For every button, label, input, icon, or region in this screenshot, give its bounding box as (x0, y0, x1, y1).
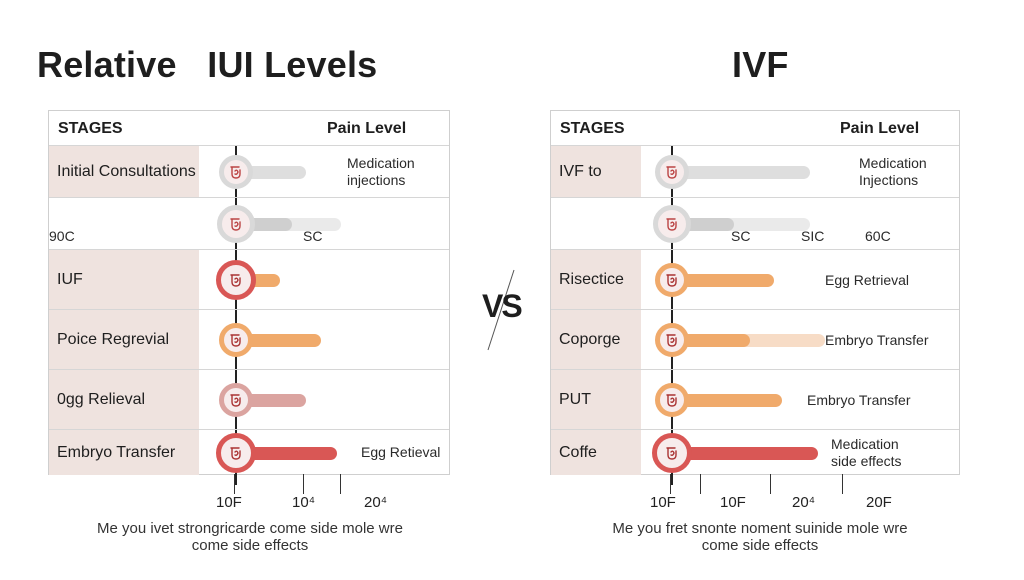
stage-row: Initial Consultations Medication injectio… (49, 145, 449, 198)
x-tick (700, 474, 701, 494)
left-chart-title: Relative IUI Levels (37, 44, 378, 85)
stage-label (551, 198, 641, 250)
x-tick (303, 474, 304, 494)
caption-line: Me you ivet strongricarde come side mole… (97, 520, 403, 537)
x-tick-label: 20F (866, 494, 892, 511)
x-tick-label: 10F (720, 494, 746, 511)
stage-row: SC 90C (49, 197, 449, 250)
stage-row: Coffe Medication side effects (551, 429, 959, 475)
stage-label: IVF to (551, 146, 641, 198)
stage-note: Medication Injections (859, 155, 927, 188)
sublabel: 90C (49, 228, 75, 244)
stage-row: Coporge Embryo Transfer (551, 309, 959, 370)
stage-row: SC SIC 60C (551, 197, 959, 250)
pain-bar (671, 166, 810, 179)
x-tick-label: 10F (216, 494, 242, 511)
stage-marker-icon (655, 323, 689, 357)
stage-marker-icon (653, 205, 691, 243)
caption-line: Me you fret snonte noment suinide mole w… (612, 520, 908, 537)
stage-marker-icon (652, 432, 692, 473)
stage-row: IUF (49, 249, 449, 310)
stage-marker-icon (655, 383, 689, 417)
x-tick-label: 10⁴ (292, 494, 316, 511)
stage-note: Egg Retieval (361, 444, 441, 460)
stage-label: Poice Regrevial (49, 310, 199, 370)
stage-note: Egg Retrieval (825, 271, 910, 288)
stage-marker-icon (216, 432, 256, 473)
x-tick (340, 474, 341, 494)
header-row: STAGES Pain Level (49, 111, 449, 145)
x-tick-label: 10F (650, 494, 676, 511)
stage-marker-icon (217, 205, 255, 243)
stage-note: Embryo Transfer (807, 391, 911, 408)
sublabel: 60C (865, 228, 891, 244)
x-tick (842, 474, 843, 494)
x-tick (770, 474, 771, 494)
pain-level-header: Pain Level (327, 120, 407, 137)
x-tick (234, 474, 235, 494)
ivf-caption: Me you fret snonte noment suinide mole w… (570, 520, 950, 554)
stage-marker-icon (655, 155, 689, 189)
sublabel: SC (731, 228, 751, 244)
pain-axis-line (671, 145, 673, 485)
stage-row: Risectice Egg Retrieval (551, 249, 959, 310)
header-row: STAGES Pain Level (551, 111, 959, 145)
stage-marker-icon (219, 155, 253, 189)
pain-bar (235, 334, 321, 347)
pain-level-header: Pain Level (840, 120, 920, 137)
stage-label: Embryo Transfer (49, 430, 199, 475)
stage-row: PUT Embryo Transfer (551, 369, 959, 430)
sublabel: SC (303, 228, 323, 244)
iui-caption: Me you ivet strongricarde come side mole… (60, 520, 440, 554)
x-tick (670, 474, 671, 494)
pain-bar (671, 334, 750, 347)
stage-row: Poice Regrevial (49, 309, 449, 370)
stage-marker-icon (655, 263, 689, 297)
stage-marker-icon (219, 323, 253, 357)
stage-label: IUF (49, 250, 199, 310)
pain-axis-line (235, 145, 237, 485)
stage-marker-icon (219, 383, 253, 417)
stages-header: STAGES (560, 120, 625, 137)
stage-label: Coffe (551, 430, 641, 475)
stage-row: IVF to Medication Injections (551, 145, 959, 198)
stage-label: Risectice (551, 250, 641, 310)
stage-note: Embryo Transfer (825, 331, 929, 348)
stage-label: Initial Consultations (49, 146, 199, 198)
vs-label: VS (482, 288, 523, 324)
stage-label: 0gg Relieval (49, 370, 199, 430)
stage-label: PUT (551, 370, 641, 430)
pain-bar (671, 274, 774, 287)
stage-row: 0gg Relieval (49, 369, 449, 430)
pain-bar (671, 446, 818, 460)
pain-bar (671, 394, 782, 407)
stage-label: Coporge (551, 310, 641, 370)
stage-row: Embryo Transfer Egg Retieval (49, 429, 449, 475)
x-tick-label: 20⁴ (364, 494, 388, 511)
sublabel: SIC (801, 228, 825, 244)
caption-line: come side effects (191, 537, 309, 554)
caption-line: come side effects (701, 537, 819, 554)
vs-divider-slash (487, 269, 515, 351)
stages-header: STAGES (58, 120, 123, 137)
pain-bar (235, 446, 337, 460)
right-chart-title: IVF (732, 44, 789, 85)
stage-marker-icon (216, 260, 256, 300)
stage-note: Medication side effects (831, 435, 902, 469)
stage-note: Medication injections (347, 155, 415, 188)
x-tick-label: 20⁴ (792, 494, 816, 511)
